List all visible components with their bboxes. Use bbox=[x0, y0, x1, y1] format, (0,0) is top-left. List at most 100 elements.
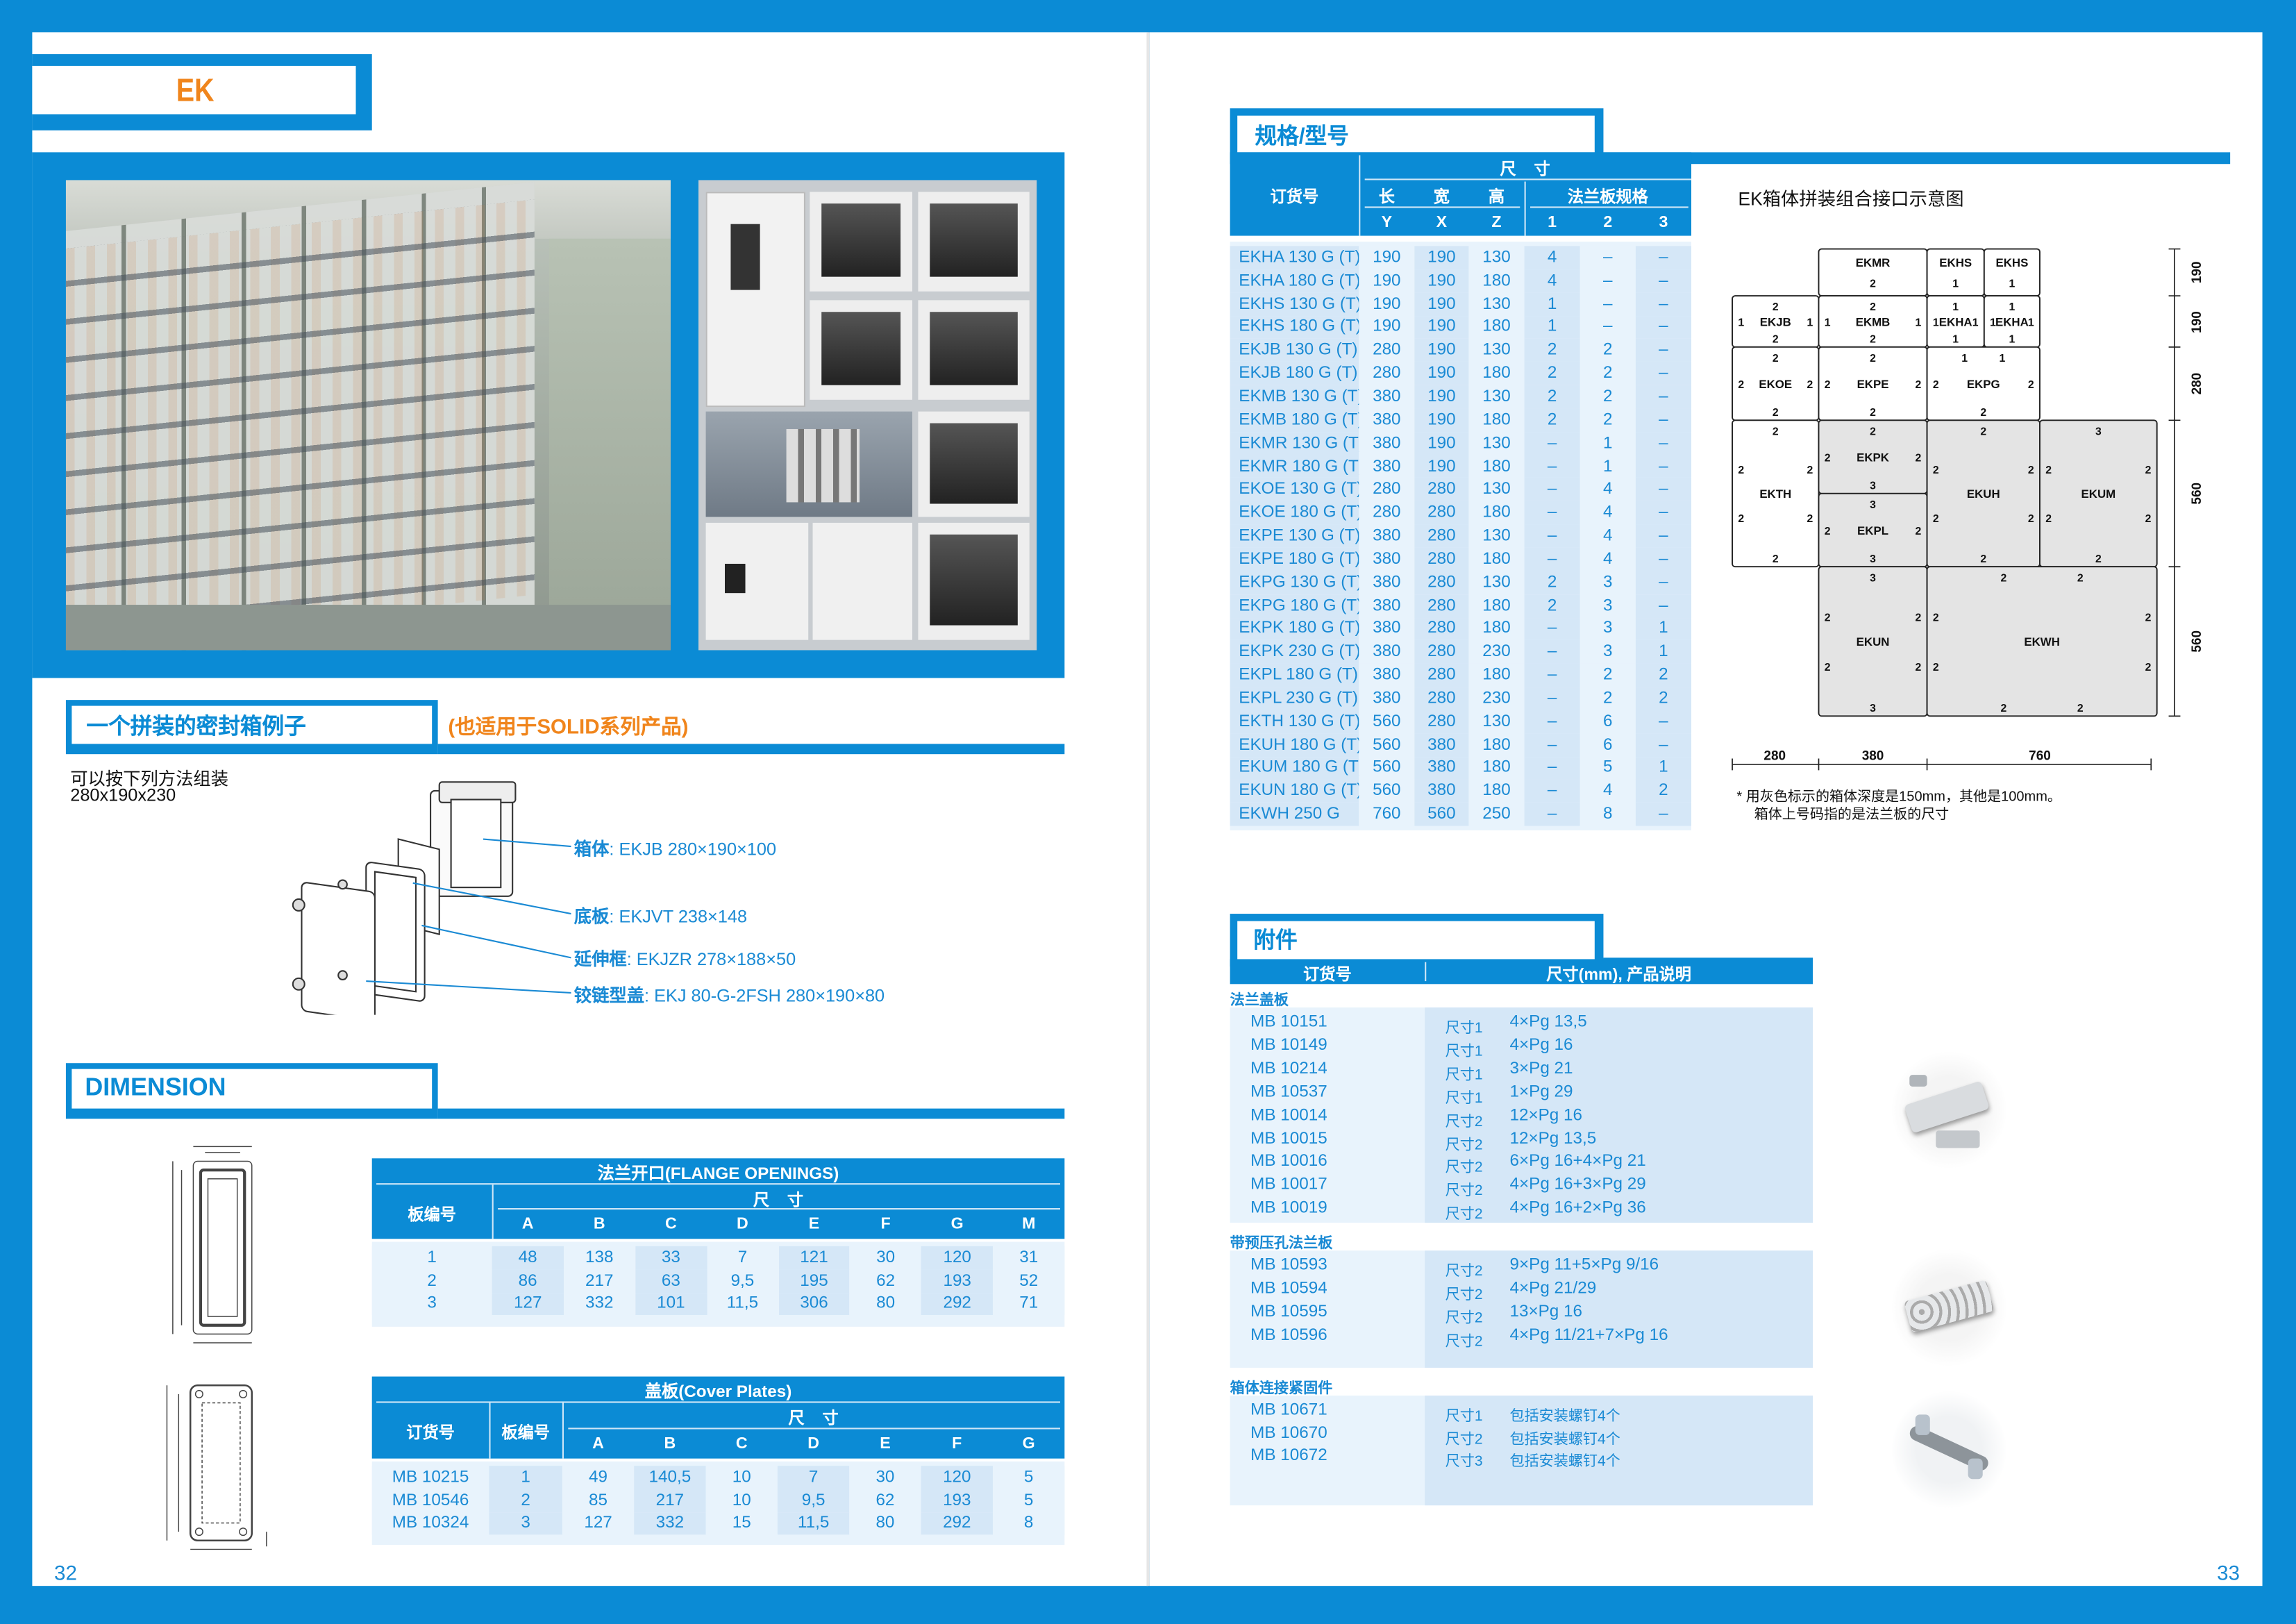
table-cell: 280 bbox=[1414, 687, 1469, 710]
height-header: 高 bbox=[1488, 189, 1505, 207]
table-cell: 193 bbox=[921, 1489, 993, 1512]
table-cell: 760 bbox=[1359, 803, 1415, 826]
table-cell: 180 bbox=[1468, 408, 1525, 432]
flange-size-number: 2 bbox=[1825, 662, 1831, 673]
table-cell: 380 bbox=[1414, 756, 1469, 780]
page-number-right: 33 bbox=[2217, 1561, 2240, 1585]
flange-size-number: 2 bbox=[1933, 513, 1939, 525]
table-cell: 3 bbox=[1579, 617, 1636, 641]
table-cell: EKPK 180 G (T) bbox=[1230, 617, 1361, 641]
table-cell: – bbox=[1635, 478, 1692, 501]
table-cell: 180 bbox=[1468, 663, 1525, 687]
table-cell: – bbox=[1635, 362, 1692, 385]
table-cell: 3 bbox=[489, 1512, 562, 1536]
intro-line-2: 280x190x230 bbox=[70, 785, 176, 806]
table-cell: – bbox=[1635, 455, 1692, 478]
order-number: MB 10016 bbox=[1250, 1153, 1327, 1171]
flange-size-number: 2 bbox=[2001, 572, 2007, 584]
flange-size-number: 2 bbox=[1933, 379, 1939, 391]
flange-size-number: 2 bbox=[1933, 464, 1939, 476]
table-cell: 280 bbox=[1414, 663, 1469, 687]
table-cell: 250 bbox=[1468, 803, 1525, 826]
table-cell: 130 bbox=[1468, 292, 1525, 316]
table-cell: MB 10324 bbox=[371, 1512, 489, 1536]
table-cell: MB 10215 bbox=[371, 1466, 489, 1489]
column-header: B bbox=[664, 1434, 676, 1453]
description: 包括安装螺钉4个 bbox=[1509, 1431, 1620, 1448]
description: 12×Pg 13,5 bbox=[1509, 1130, 1597, 1148]
flange-size-number: 3 bbox=[1870, 499, 1876, 511]
column-header: G bbox=[950, 1215, 964, 1233]
flange-size-number: 2 bbox=[1870, 278, 1876, 290]
table-cell: 130 bbox=[1468, 478, 1525, 501]
table-cell: 7 bbox=[706, 1246, 778, 1270]
size-class: 尺寸1 bbox=[1445, 1090, 1483, 1107]
table-cell: 380 bbox=[1359, 571, 1415, 594]
flange-size-number: 2 bbox=[2028, 379, 2034, 391]
table-cell: 560 bbox=[1359, 733, 1415, 757]
table-cell: – bbox=[1635, 269, 1692, 293]
flange-size-number: 2 bbox=[2095, 553, 2102, 565]
table-cell: 380 bbox=[1414, 733, 1469, 757]
description-column-bg bbox=[1425, 1395, 1813, 1506]
flange-size-number: 2 bbox=[1916, 379, 1922, 391]
table-cell: 2 bbox=[1524, 362, 1580, 385]
flange-table-title: 法兰开口(FLANGE OPENINGS) bbox=[597, 1165, 839, 1184]
table-cell: 306 bbox=[778, 1292, 850, 1316]
table-cell: 1 bbox=[1635, 617, 1692, 641]
table-cell: 2 bbox=[1524, 594, 1580, 617]
table-cell: 1 bbox=[1524, 315, 1580, 339]
order-number: MB 10671 bbox=[1250, 1400, 1327, 1419]
diagram-box-name: EKWH bbox=[2024, 635, 2060, 648]
table-cell: 2 bbox=[1579, 663, 1636, 687]
flange-size-number: 2 bbox=[1738, 379, 1744, 391]
flange-size-number: 2 bbox=[1807, 464, 1813, 476]
exploded-enclosure-drawing bbox=[292, 781, 571, 1015]
table-cell: EKOE 180 G (T) bbox=[1230, 501, 1362, 525]
order-number: MB 10017 bbox=[1250, 1176, 1327, 1194]
table-cell: 11,5 bbox=[706, 1292, 778, 1316]
table-cell: 280 bbox=[1414, 547, 1469, 571]
table-cell: 3 bbox=[371, 1292, 492, 1316]
order-number: MB 10670 bbox=[1250, 1424, 1327, 1442]
size-class: 尺寸2 bbox=[1445, 1160, 1483, 1177]
spec-title: 规格/型号 bbox=[1255, 124, 1349, 150]
table-cell: 280 bbox=[1359, 501, 1415, 525]
table-cell: 3 bbox=[1579, 594, 1636, 617]
column-header: 1 bbox=[1548, 212, 1557, 231]
table-cell: 380 bbox=[1359, 385, 1415, 409]
order-number: MB 10019 bbox=[1250, 1199, 1327, 1218]
table-cell: 4 bbox=[1524, 269, 1580, 293]
width-header: 宽 bbox=[1433, 189, 1450, 207]
flange-size-number: 1 bbox=[1738, 317, 1744, 328]
table-cell: 30 bbox=[849, 1466, 921, 1489]
section-rule bbox=[1603, 152, 2231, 165]
part-spec: : EKJB 280×190×100 bbox=[609, 839, 777, 860]
prepunched-flange-plate-photo bbox=[1891, 1249, 2006, 1366]
table-cell: EKWH 250 G bbox=[1230, 803, 1359, 826]
description: 包括安装螺钉4个 bbox=[1509, 1455, 1620, 1471]
intro-line-1: 可以按下列方法组装 bbox=[70, 769, 229, 789]
size-header: 尺 寸 bbox=[788, 1410, 839, 1428]
table-cell: 71 bbox=[993, 1292, 1065, 1316]
table-cell: 140,5 bbox=[634, 1466, 706, 1489]
flange-size-number: 2 bbox=[1916, 526, 1922, 537]
table-cell: 11,5 bbox=[777, 1512, 850, 1536]
table-cell: 180 bbox=[1468, 315, 1525, 339]
table-cell: 80 bbox=[850, 1292, 922, 1316]
part-spec: : EKJZR 278×188×50 bbox=[626, 948, 796, 970]
order-number: MB 10672 bbox=[1250, 1447, 1327, 1466]
flange-size-number: 2 bbox=[2145, 464, 2152, 476]
table-cell: 1 bbox=[1524, 292, 1580, 316]
table-cell: EKMB 130 G (T) bbox=[1230, 385, 1364, 409]
description: 12×Pg 16 bbox=[1509, 1106, 1583, 1124]
flange-size-number: 2 bbox=[1870, 426, 1876, 437]
flange-size-number: 1 bbox=[2009, 301, 2016, 313]
table-cell: 190 bbox=[1414, 315, 1469, 339]
table-cell: 190 bbox=[1414, 385, 1469, 409]
table-cell: – bbox=[1524, 779, 1580, 803]
flange-size-number: 2 bbox=[1933, 612, 1939, 623]
